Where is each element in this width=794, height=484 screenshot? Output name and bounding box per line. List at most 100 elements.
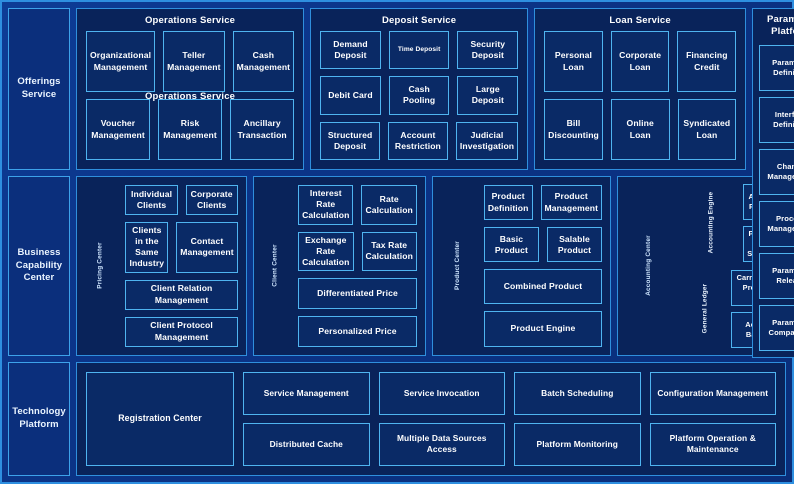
box-time-deposit[interactable]: Time Deposit: [388, 31, 450, 70]
vlabel-general-ledger: General Ledger: [700, 283, 708, 334]
row: Client Relation Management: [125, 279, 238, 310]
row: Combined Product: [483, 269, 603, 305]
box-distributed-cache[interactable]: Distributed Cache: [243, 422, 370, 466]
panel-body-deposit-service: Demand Deposit Time Deposit Security Dep…: [311, 31, 527, 169]
panel-body-pricing-center: Interest Rate Calculation Rate Calculati…: [296, 177, 425, 355]
box-cash-management[interactable]: Cash Management: [232, 31, 295, 92]
box-judicial-investigation[interactable]: Judicial Investigation: [455, 121, 519, 160]
box-security-deposit[interactable]: Security Deposit: [457, 31, 519, 70]
panel-product-center: Product Center Product Definition Produc…: [431, 176, 612, 356]
box-basic-product[interactable]: Basic Product: [483, 227, 539, 263]
tier-label-offerings-service: Offerings Service: [8, 8, 70, 170]
box-configuration-management[interactable]: Configuration Management: [649, 371, 776, 415]
box-cash-pooling[interactable]: Cash Pooling: [388, 76, 450, 115]
panel-body-product-center: Product Definition Product Management Ba…: [482, 177, 610, 355]
box-risk-management[interactable]: Risk Management: [158, 99, 223, 160]
tech-column-1: Service Management Distributed Cache: [243, 371, 370, 466]
box-voucher-management[interactable]: Voucher Management: [86, 99, 151, 160]
box-differentiated-price[interactable]: Differentiated Price: [298, 278, 417, 309]
box-clients-in-the-same-industry[interactable]: Clients in the Same Industry: [125, 221, 169, 273]
box-registration-center[interactable]: Registration Center: [86, 371, 234, 466]
box-structured-deposit[interactable]: Structured Deposit: [320, 121, 380, 160]
box-salable-product[interactable]: Salable Product: [546, 227, 603, 263]
tech-column-4: Configuration Management Platform Operat…: [649, 371, 776, 466]
box-client-relation-management[interactable]: Client Relation Management: [125, 279, 238, 310]
panel-body-operations-service: Organizational Management Teller Managem…: [77, 31, 303, 169]
box-platform-monitoring[interactable]: Platform Monitoring: [514, 422, 641, 466]
vlabel-accounting-engine: Accounting Engine: [706, 192, 714, 254]
box-interest-rate-calculation[interactable]: Interest Rate Calculation: [298, 185, 354, 225]
row: Product Definition Product Management: [483, 185, 603, 221]
box-syndicated-loan[interactable]: Syndicated Loan: [677, 99, 737, 160]
row: Exchange Rate Calculation Tax Rate Calcu…: [298, 231, 417, 272]
tier-offerings-service: Offerings Service Operations Service Ope…: [8, 8, 794, 358]
box-combined-product[interactable]: Combined Product: [483, 269, 603, 305]
box-batch-scheduling[interactable]: Batch Scheduling: [514, 371, 641, 415]
box-multiple-data-sources-access[interactable]: Multiple Data Sources Access: [378, 422, 505, 466]
vlabel-product-center: Product Center: [453, 241, 461, 291]
box-debit-card[interactable]: Debit Card: [320, 76, 381, 115]
box-parameter-definition[interactable]: Parameter Definition: [759, 44, 794, 91]
box-corporate-clients[interactable]: Corporate Clients: [185, 185, 238, 215]
row: Structured Deposit Account Restriction J…: [320, 121, 519, 160]
tier-label-business-capability-center: Business Capability Center: [8, 176, 70, 356]
box-ancillary-transaction[interactable]: Ancillary Transaction: [230, 99, 295, 160]
box-demand-deposit[interactable]: Demand Deposit: [320, 31, 381, 70]
panel-pricing-center: Client Center Interest Rate Calculation …: [252, 176, 426, 356]
box-large-deposit[interactable]: Large Deposit: [457, 76, 519, 115]
tier-business-capability-center: Business Capability Center Pricing Cente…: [8, 176, 794, 356]
row: Organizational Management Teller Managem…: [86, 31, 295, 92]
panel-body-client-center: Individual Clients Corporate Clients Cli…: [123, 177, 245, 355]
box-interface-definition[interactable]: Interface Definition: [759, 96, 794, 143]
box-contact-management[interactable]: Contact Management: [176, 221, 238, 273]
panel-client-center: Pricing Center Individual Clients Corpor…: [76, 176, 247, 356]
box-personalized-price[interactable]: Personalized Price: [298, 315, 417, 347]
box-parameter-release[interactable]: Parameter Release: [759, 252, 794, 299]
row: Basic Product Salable Product: [483, 227, 603, 263]
panel-loan-service: Loan Service Personal Loan Corporate Loa…: [534, 8, 747, 170]
panel-body-parameter-platform: Parameter Definition Interface Definitio…: [753, 41, 794, 357]
box-organizational-management[interactable]: Organizational Management: [86, 31, 156, 92]
box-financing-credit[interactable]: Financing Credit: [677, 31, 737, 92]
box-individual-clients[interactable]: Individual Clients: [125, 185, 178, 215]
panel-parameter-platform: Parameter Platform Parameter Definition …: [752, 8, 794, 358]
row: Product Engine: [483, 311, 603, 347]
box-platform-operation-and-maintenance[interactable]: Platform Operation & Maintenance: [649, 422, 776, 466]
box-tax-rate-calculation[interactable]: Tax Rate Calculation: [361, 231, 417, 272]
box-process-management[interactable]: Process Management: [759, 200, 794, 247]
row: Individual Clients Corporate Clients: [125, 185, 238, 215]
panel-title-parameter-platform: Parameter Platform: [767, 14, 794, 38]
box-service-management[interactable]: Service Management: [243, 371, 370, 415]
vlabel-pricing-center: Client Center: [271, 244, 279, 287]
box-teller-management[interactable]: Teller Management: [163, 31, 225, 92]
box-product-management[interactable]: Product Management: [540, 185, 603, 221]
row: Client Protocol Management: [125, 316, 238, 347]
box-service-invocation[interactable]: Service Invocation: [378, 371, 505, 415]
row: Demand Deposit Time Deposit Security Dep…: [320, 31, 519, 70]
row: Bill Discounting Online Loan Syndicated …: [544, 99, 737, 160]
tech-column-3: Batch Scheduling Platform Monitoring: [514, 371, 641, 466]
panel-deposit-service: Deposit Service Demand Deposit Time Depo…: [310, 8, 529, 170]
box-personal-loan[interactable]: Personal Loan: [544, 31, 603, 92]
box-online-loan[interactable]: Online Loan: [610, 99, 670, 160]
box-product-engine[interactable]: Product Engine: [483, 311, 603, 347]
box-corporate-loan[interactable]: Corporate Loan: [610, 31, 670, 92]
row: Differentiated Price: [298, 278, 417, 309]
box-exchange-rate-calculation[interactable]: Exchange Rate Calculation: [298, 231, 354, 272]
panel-title-loan-service: Loan Service: [609, 15, 671, 26]
box-rate-calculation[interactable]: Rate Calculation: [361, 185, 417, 225]
box-change-management[interactable]: Change Management: [759, 148, 794, 195]
vlabel-accounting-center: Accounting Center: [644, 235, 652, 297]
vlabel-client-center: Pricing Center: [96, 242, 104, 290]
box-account-restriction[interactable]: Account Restriction: [388, 121, 448, 160]
box-parameter-comparison[interactable]: Parameter Comparison: [759, 304, 794, 351]
box-product-definition[interactable]: Product Definition: [483, 185, 533, 221]
panel-title-operations-service: Operations Service: [144, 15, 236, 26]
panel-operations-service: Operations Service Operations Service Or…: [76, 8, 305, 170]
box-client-protocol-management[interactable]: Client Protocol Management: [125, 316, 238, 347]
box-bill-discounting[interactable]: Bill Discounting: [544, 99, 603, 160]
panel-technology-platform: Registration Center Service Management D…: [76, 361, 786, 476]
tier-technology-platform: Technology Platform Registration Center …: [8, 361, 786, 476]
tier-label-technology-platform: Technology Platform: [8, 361, 70, 476]
